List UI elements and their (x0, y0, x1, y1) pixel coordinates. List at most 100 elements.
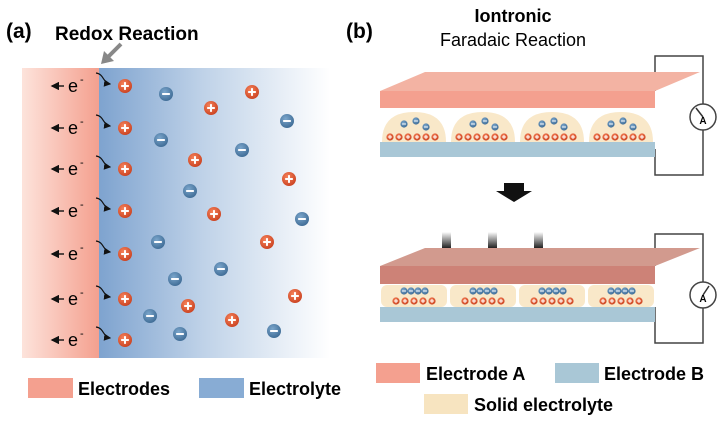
reaction-curve-arrow (95, 114, 112, 129)
cation-ion (599, 297, 607, 305)
cation-ion (569, 133, 577, 141)
cation-ion (404, 133, 412, 141)
cation-ion (566, 297, 574, 305)
anion-ion (173, 327, 187, 341)
anion-ion (214, 262, 228, 276)
cation-ion (638, 133, 646, 141)
cation-ion (542, 133, 550, 141)
electron-label: e (68, 289, 78, 309)
cation-ion (539, 297, 547, 305)
solid-electrolyte-dome (451, 112, 515, 142)
faradaic-reaction-title: Faradaic Reaction (440, 30, 586, 50)
cation-ion (500, 133, 508, 141)
anion-ion (621, 287, 629, 295)
electron-row: e- (50, 155, 132, 179)
anion-ion (280, 114, 294, 128)
pressure-arrow-1 (442, 232, 451, 248)
cation-ion (422, 133, 430, 141)
legend-swatch-electrodes (28, 378, 73, 398)
cation-ion (118, 292, 132, 306)
solid-electrolyte-dome (589, 112, 653, 142)
cation-ion (431, 133, 439, 141)
anion-ion (629, 123, 637, 131)
anion-ion (154, 133, 168, 147)
electron-row: e- (50, 240, 132, 264)
ions-panel-a (143, 85, 309, 341)
cation-ion (635, 297, 643, 305)
cation-ion (118, 79, 132, 93)
electron-label: e (68, 76, 78, 96)
transition-arrow (496, 183, 532, 202)
electron-row: e- (50, 326, 132, 350)
electron-label: e (68, 201, 78, 221)
cation-ion (386, 133, 394, 141)
electron-rows: e-e-e-e-e-e-e- (50, 72, 132, 350)
electrode-region (22, 68, 99, 358)
electron-label: e (68, 330, 78, 350)
anion-ion (412, 117, 420, 125)
anion-ion (560, 123, 568, 131)
panel-a: (a) Redox Reaction e-e-e-e-e-e-e- Electr… (6, 20, 341, 399)
panel-b-label: (b) (346, 20, 373, 43)
cation-ion (118, 247, 132, 261)
electrode-b-top (380, 142, 655, 157)
anion-ion (607, 120, 615, 128)
cation-ion (482, 133, 490, 141)
cation-ion (593, 133, 601, 141)
legend-swatch-solid-electrolyte (424, 394, 468, 414)
anion-ion (183, 184, 197, 198)
anion-ion (400, 287, 408, 295)
cation-ion (557, 297, 565, 305)
legend-label-electrode-b: Electrode B (604, 364, 704, 384)
device-bottom: A (380, 233, 717, 344)
electron-row: e- (50, 114, 132, 138)
cation-ion (551, 133, 559, 141)
anion-ion (483, 287, 491, 295)
anion-ion (490, 287, 498, 295)
cation-ion (118, 333, 132, 347)
panel-b: (b) Iontronic Faradaic Reaction A (346, 6, 717, 415)
anion-ion (469, 120, 477, 128)
solid-electrolyte-dome (588, 285, 654, 307)
cation-ion (181, 299, 195, 313)
cation-ion (464, 133, 472, 141)
cation-ion (419, 297, 427, 305)
cation-ion (497, 297, 505, 305)
anion-ion (421, 287, 429, 295)
electrode-a-top (380, 91, 655, 108)
cation-ion (207, 207, 221, 221)
electron-charge-label: - (80, 287, 84, 299)
legend-label-electrolyte: Electrolyte (249, 379, 341, 399)
cation-ion (204, 101, 218, 115)
cation-ion (488, 297, 496, 305)
anion-ion (614, 287, 622, 295)
pressure-arrow-3 (534, 232, 543, 248)
legend-label-solid-electrolyte: Solid electrolyte (474, 395, 613, 415)
cation-ion (479, 297, 487, 305)
solid-electrolyte-dome (381, 285, 447, 307)
anion-ion (159, 87, 173, 101)
cation-ion (611, 133, 619, 141)
anion-ion (545, 287, 553, 295)
anion-ion (469, 287, 477, 295)
cation-ion (455, 133, 463, 141)
cation-ion (225, 313, 239, 327)
iontronic-title: Iontronic (475, 6, 552, 26)
cation-ion (260, 235, 274, 249)
electron-charge-label: - (80, 157, 84, 169)
anion-ion (235, 143, 249, 157)
redox-pointer-arrow (106, 42, 123, 59)
anion-ion (481, 117, 489, 125)
electron-label: e (68, 159, 78, 179)
anion-ion (400, 120, 408, 128)
cation-ion (620, 133, 628, 141)
electrode-a-top-face (380, 72, 700, 91)
cation-ion (470, 297, 478, 305)
cation-ion (118, 162, 132, 176)
solid-electrolyte-domes-top (382, 112, 653, 142)
cation-ion (617, 297, 625, 305)
cation-ion (608, 297, 616, 305)
cation-ion (530, 297, 538, 305)
anion-ion (476, 287, 484, 295)
